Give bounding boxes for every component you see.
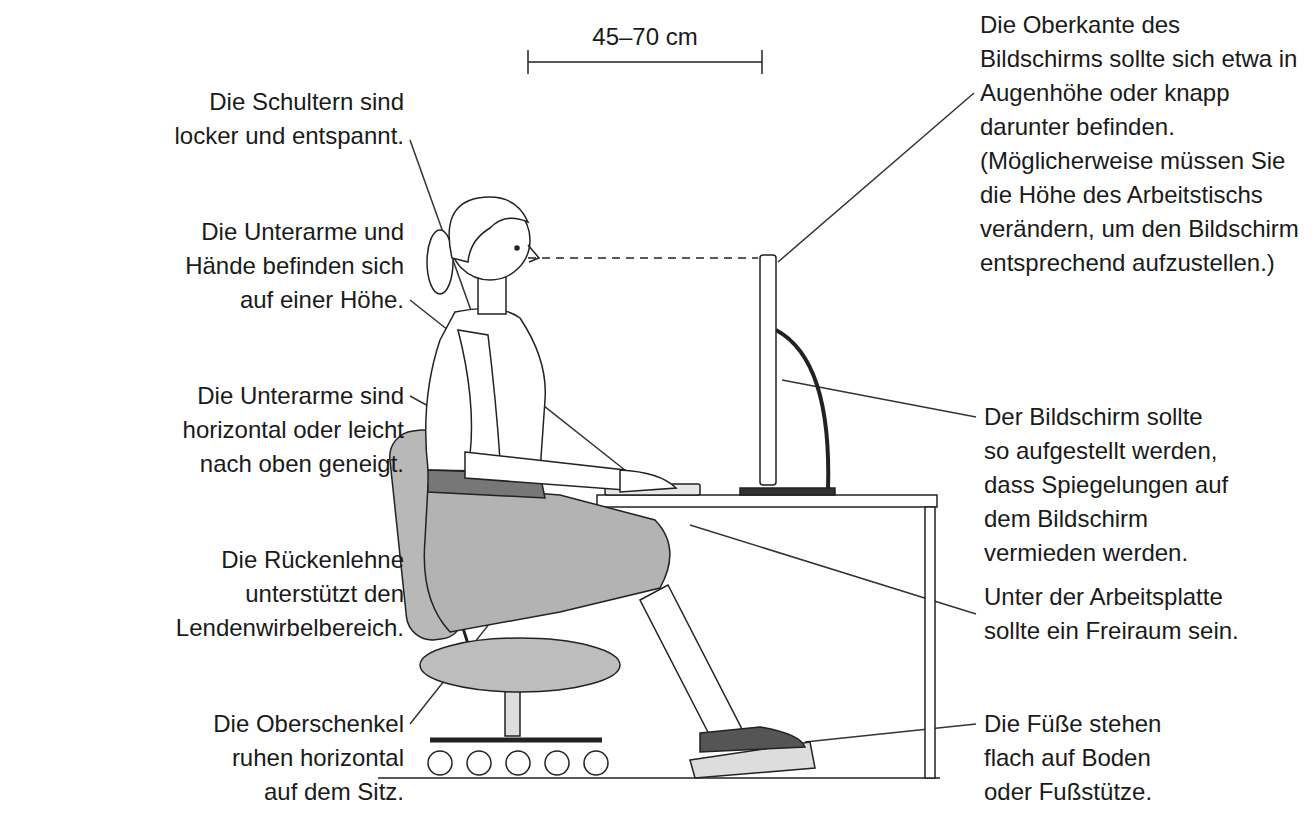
monitor-base xyxy=(740,488,835,495)
eye-level-line xyxy=(528,257,758,259)
leader-line xyxy=(805,724,976,742)
callout-label: Die Unterarme sind horizontal oder leich… xyxy=(144,379,404,481)
chair-wheel xyxy=(506,751,530,775)
callout-label: Die Unterarme und Hände befinden sich au… xyxy=(174,215,404,317)
chair-wheel xyxy=(584,751,608,775)
monitor-stand xyxy=(776,330,828,490)
upper-arm xyxy=(458,330,500,460)
nose xyxy=(528,245,539,262)
torso xyxy=(426,309,546,472)
chair-seat xyxy=(420,638,620,692)
floor-and-desk xyxy=(378,484,940,778)
floor-line xyxy=(378,777,940,779)
shoe xyxy=(700,727,805,752)
dimension-tick xyxy=(527,50,529,74)
dimension-line xyxy=(528,50,762,74)
chair-wheel xyxy=(467,751,491,775)
callout-label: Unter der Arbeitsplatte sollte ein Freir… xyxy=(984,580,1269,648)
dimension-bar xyxy=(528,61,762,63)
monitor xyxy=(740,255,835,495)
forearm xyxy=(465,452,625,490)
leader-line xyxy=(410,300,640,482)
skirt-thigh xyxy=(424,485,670,632)
desk-leg xyxy=(925,507,935,778)
chair-post xyxy=(505,688,520,736)
callout-label: Der Bildschirm sollte so aufgestellt wer… xyxy=(984,400,1232,570)
hand xyxy=(620,470,676,492)
leader-line xyxy=(778,93,974,262)
callout-label: Die Oberschenkel ruhen horizontal auf de… xyxy=(199,707,404,809)
eye xyxy=(515,246,519,250)
callout-label: Die Oberkante des Bildschirms sollte sic… xyxy=(980,8,1305,280)
chair-wheel xyxy=(428,751,452,775)
dimension-label: 45–70 cm xyxy=(545,20,745,54)
dimension-tick xyxy=(761,50,763,74)
hair xyxy=(449,197,528,262)
shin xyxy=(640,585,745,740)
person xyxy=(424,197,815,778)
callout-label: Die Schultern sind locker und entspannt. xyxy=(144,85,404,153)
chair-wheel xyxy=(545,751,569,775)
callout-label: Die Rückenlehne unterstützt den Lendenwi… xyxy=(154,543,404,645)
chair-base xyxy=(430,738,602,743)
desk-top xyxy=(597,495,937,507)
callout-label: Die Füße stehen flach auf Boden oder Fuß… xyxy=(984,707,1189,809)
leader-line xyxy=(782,380,976,417)
leader-lines xyxy=(410,93,976,742)
monitor-panel xyxy=(760,255,776,485)
